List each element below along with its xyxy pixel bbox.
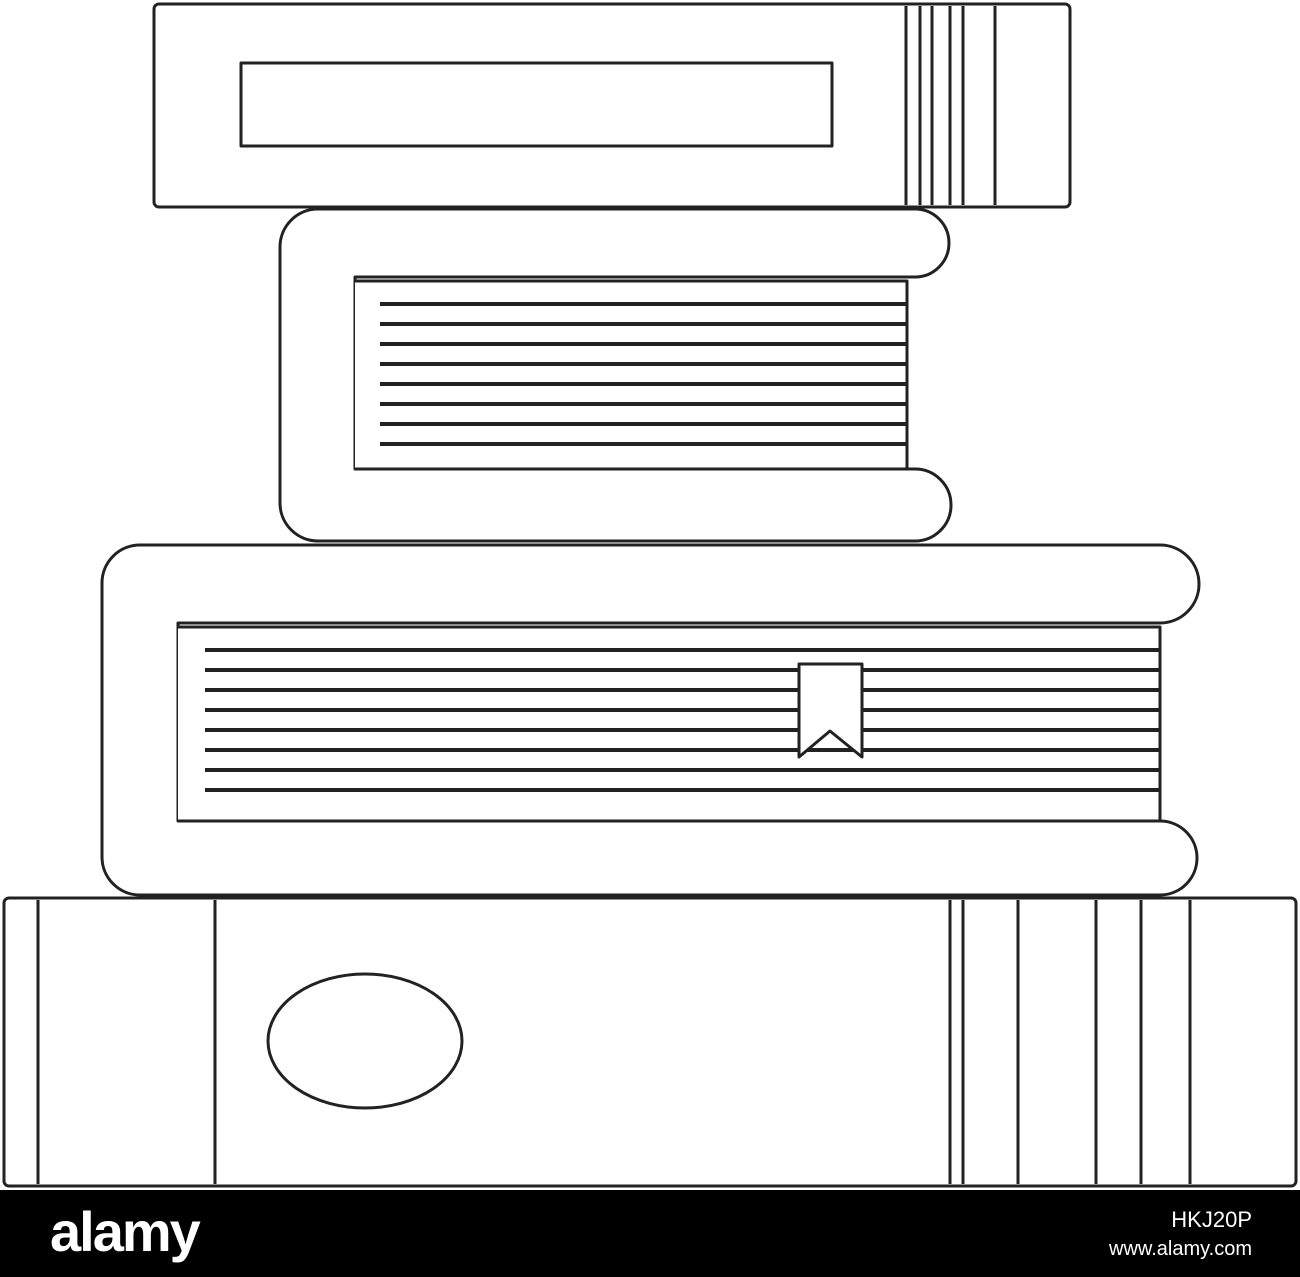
top-book-title-label (239, 61, 834, 148)
image-id-label: HKJ20P (1171, 1207, 1252, 1232)
second-book (278, 207, 953, 543)
third-book-page-lines (205, 648, 1160, 792)
bottom-book-spine (2, 896, 1298, 1188)
bookmark-icon (797, 662, 864, 759)
bottom-book (2, 896, 1298, 1188)
top-book-spine-bands (904, 6, 997, 205)
third-book-cover (100, 543, 1201, 897)
second-book-pages (355, 279, 909, 471)
top-book (152, 2, 1072, 209)
third-book-pages (178, 625, 1162, 823)
third-book (100, 543, 1201, 897)
watermark-bar: alamy HKJ20P www.alamy.com (0, 1190, 1300, 1277)
second-book-cover (278, 207, 953, 543)
bottom-book-oval-label (266, 972, 464, 1110)
second-book-page-lines (380, 302, 906, 446)
site-url-label: www.alamy.com (1109, 1238, 1252, 1260)
books-stack-illustration (2, 2, 1298, 1188)
alamy-logo: alamy (50, 1200, 201, 1263)
bottom-book-spine-bands (36, 900, 1192, 1184)
